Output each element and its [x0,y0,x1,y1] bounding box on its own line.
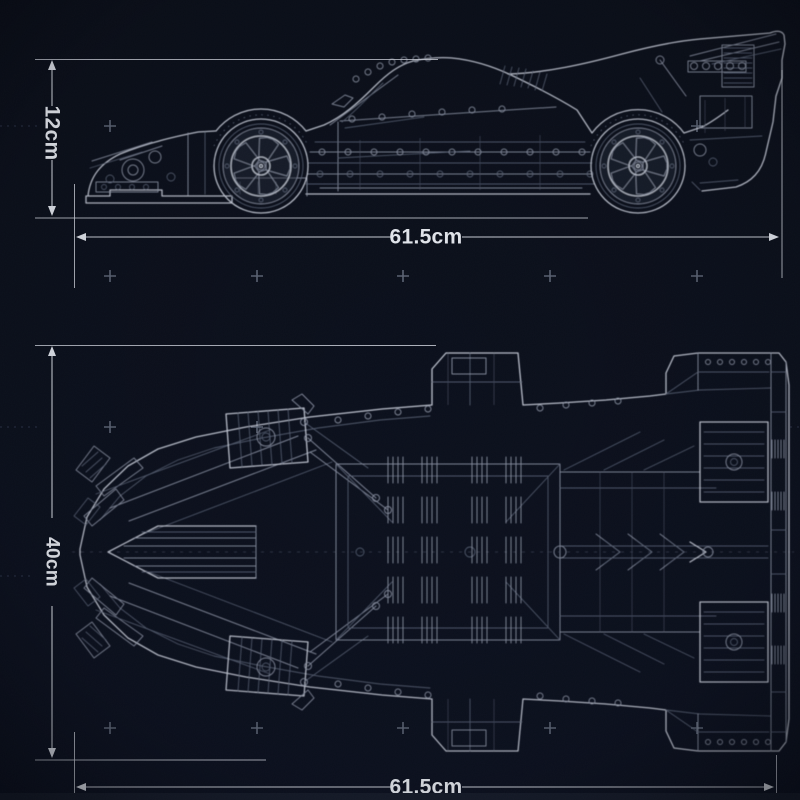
blueprint-image: 12cm 61.5cm [0,0,800,800]
film-grain [0,0,800,800]
blueprint-canvas: 12cm 61.5cm [0,0,800,800]
